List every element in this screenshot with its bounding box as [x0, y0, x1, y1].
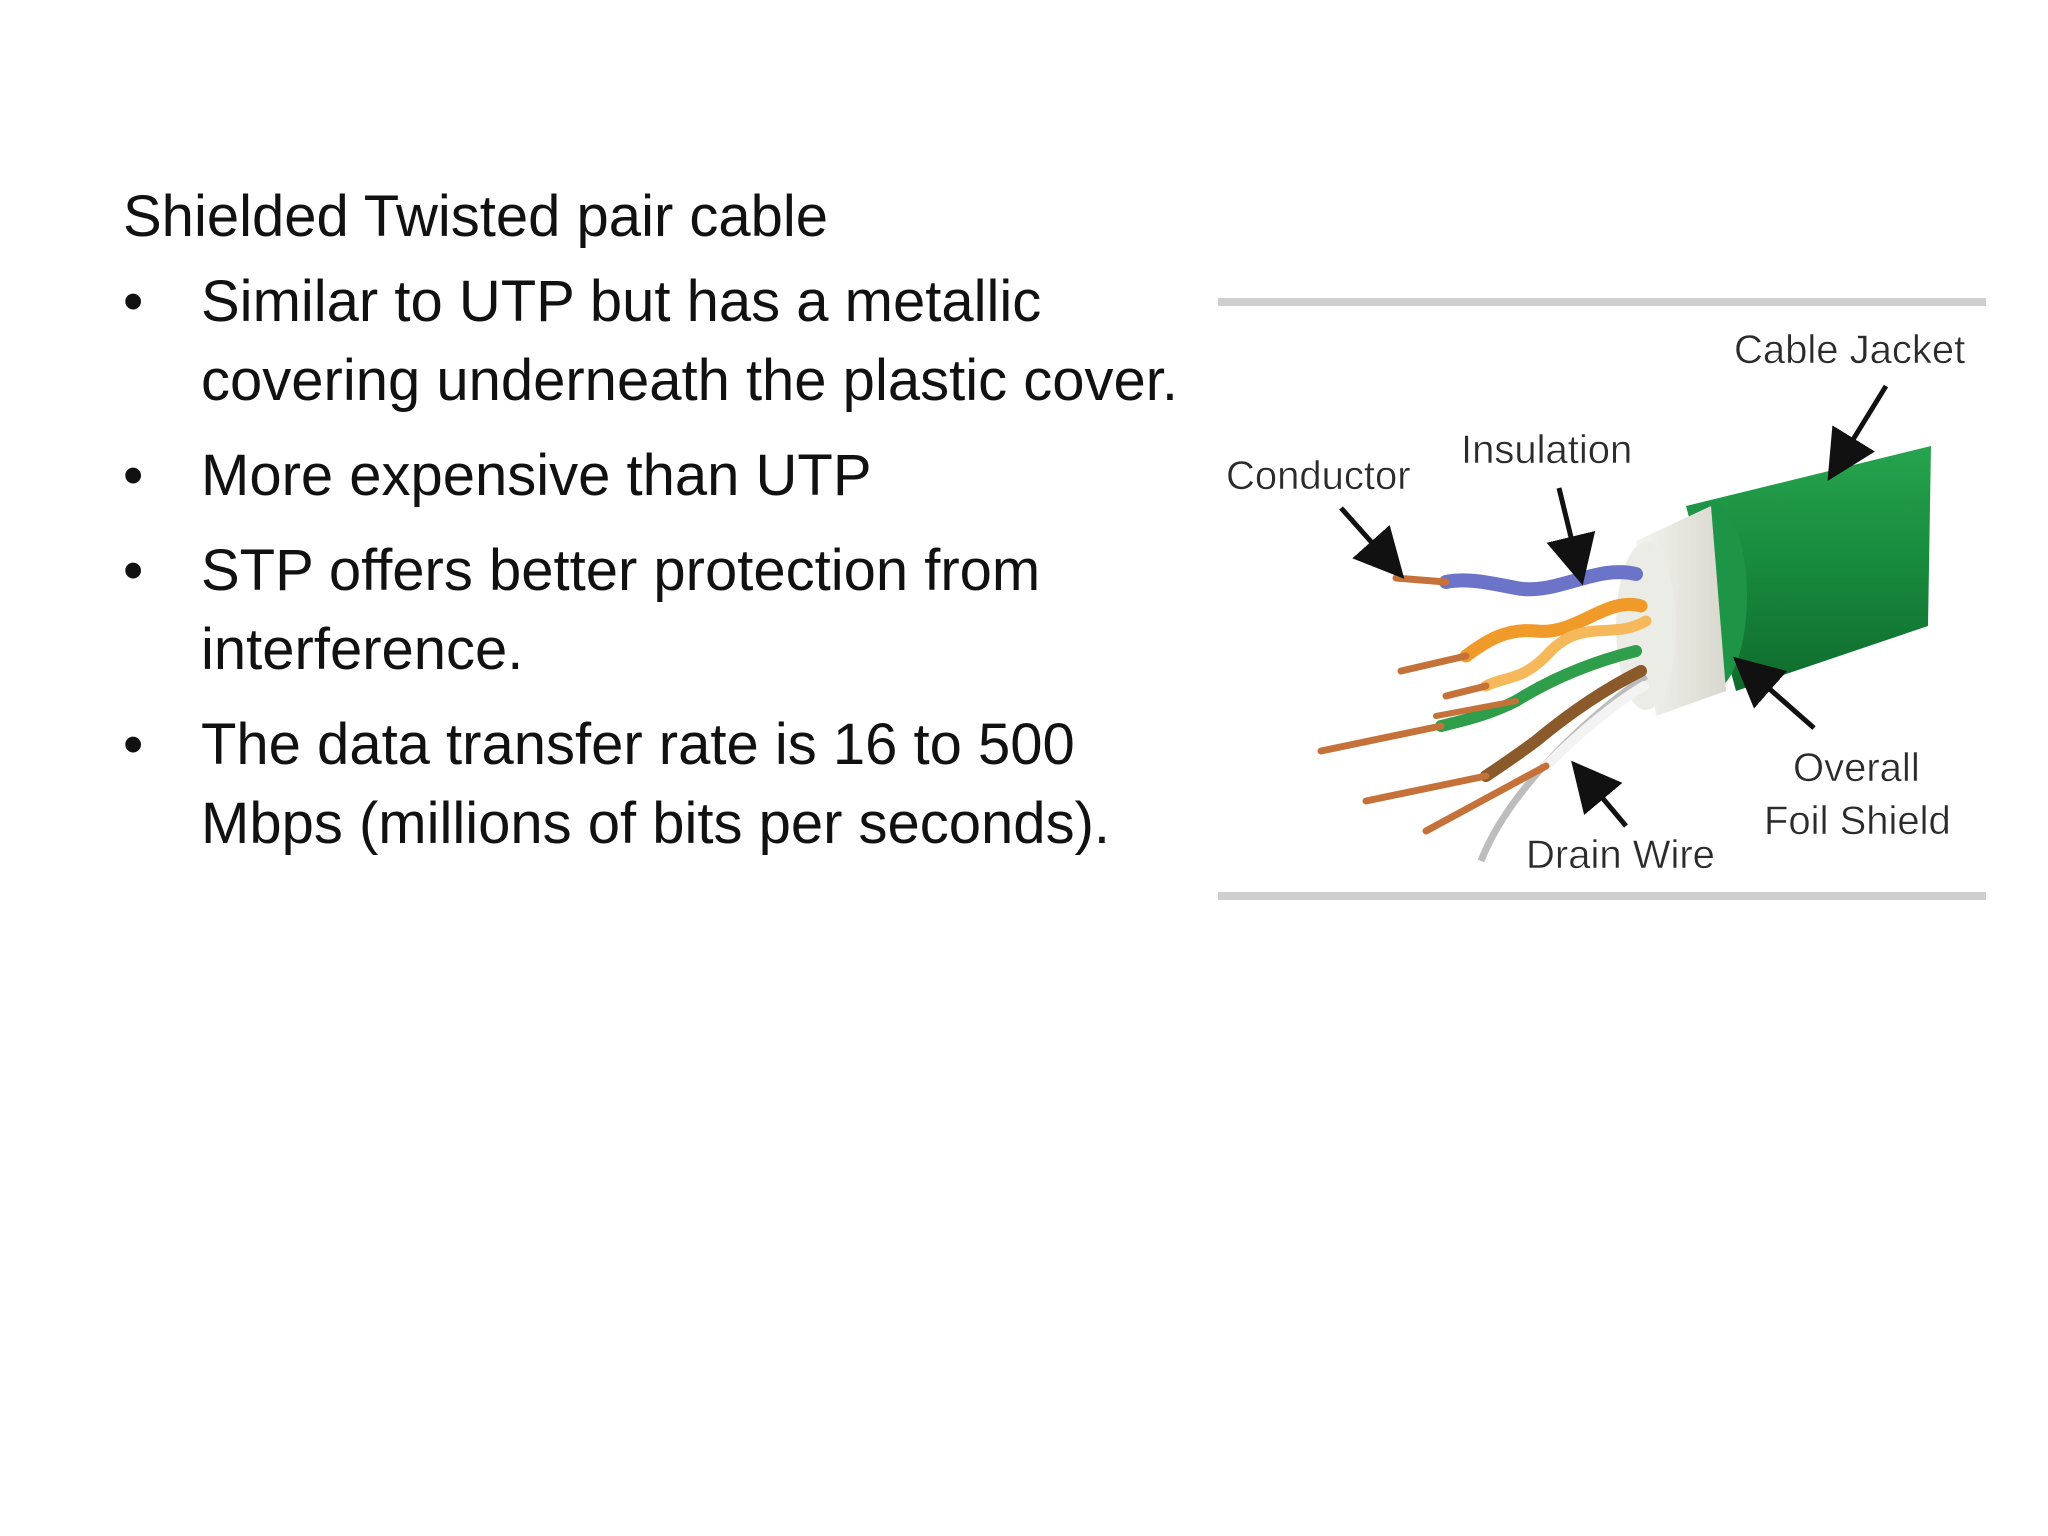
- label-foil-shield: Foil Shield: [1764, 799, 1951, 843]
- frame-bottom-line: [1218, 892, 1986, 900]
- arrow-drain-wire: [1571, 760, 1628, 828]
- label-overall: Overall: [1793, 746, 1920, 790]
- bullet-text: The data transfer rate is 16 to 500 Mbps…: [201, 712, 1110, 856]
- bullet-item: • More expensive than UTP: [123, 436, 1183, 515]
- stp-cable-diagram: Cable Jacket Insulation Conductor Overal…: [1216, 296, 1988, 904]
- bullet-item: • STP offers better protection from inte…: [123, 531, 1183, 689]
- label-drain-wire: Drain Wire: [1526, 833, 1715, 877]
- copper-conductor: [1397, 652, 1470, 675]
- brown-pair-insulation: [1480, 665, 1647, 782]
- label-conductor: Conductor: [1226, 454, 1411, 498]
- slide-text-block: Shielded Twisted pair cable • Similar to…: [123, 178, 1183, 879]
- copper-conductor: [1392, 574, 1450, 586]
- cable-illustration: Cable Jacket Insulation Conductor Overal…: [1218, 298, 1986, 900]
- bullet-text: Similar to UTP but has a metallic coveri…: [201, 269, 1178, 413]
- copper-conductor: [1442, 682, 1490, 700]
- blue-pair-insulation: [1439, 565, 1643, 597]
- copper-conductor: [1422, 762, 1550, 835]
- orange-pair-insulation: [1459, 597, 1648, 663]
- arrow-cable-jacket: [1827, 384, 1889, 482]
- copper-conductor: [1433, 698, 1519, 719]
- bullet-list: • Similar to UTP but has a metallic cove…: [123, 262, 1183, 863]
- bullet-dot: •: [123, 269, 144, 334]
- label-cable-jacket: Cable Jacket: [1734, 328, 1965, 372]
- arrow-conductor: [1339, 506, 1405, 579]
- copper-conductor: [1362, 772, 1490, 805]
- bullet-text: More expensive than UTP: [201, 443, 872, 508]
- bullet-item: • The data transfer rate is 16 to 500 Mb…: [123, 705, 1183, 863]
- bullet-dot: •: [123, 538, 144, 603]
- white-pair-insulation: [1541, 681, 1649, 771]
- label-insulation: Insulation: [1461, 428, 1632, 472]
- cable-jacket-shape: [1686, 446, 1931, 691]
- orange-pair-insulation-b: [1480, 615, 1652, 692]
- bullet-text: STP offers better protection from interf…: [201, 538, 1041, 682]
- bullet-dot: •: [123, 443, 144, 508]
- green-pair-insulation: [1435, 645, 1642, 732]
- frame-top-line: [1218, 298, 1986, 306]
- arrow-insulation: [1546, 487, 1596, 586]
- bullet-dot: •: [123, 712, 144, 777]
- copper-conductor: [1317, 722, 1445, 755]
- arrow-overall-foil-shield: [1732, 656, 1816, 730]
- slide-heading: Shielded Twisted pair cable: [123, 184, 829, 249]
- bullet-item: • Similar to UTP but has a metallic cove…: [123, 262, 1183, 420]
